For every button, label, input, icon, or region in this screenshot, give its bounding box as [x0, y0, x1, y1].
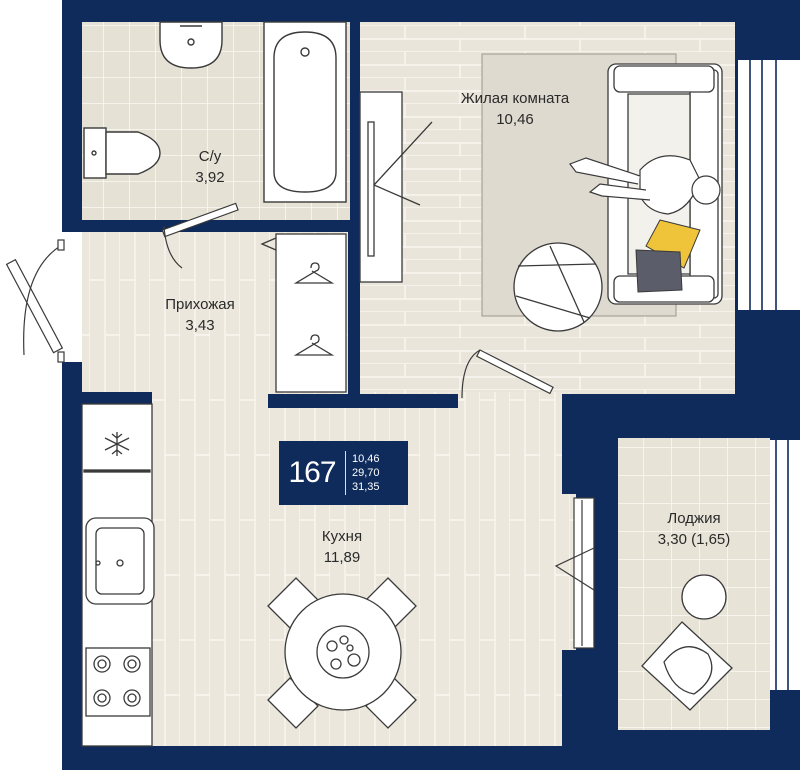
- wall-kitchen-right: [562, 394, 578, 494]
- loggia-furniture: [641, 574, 733, 711]
- loggia-window: [770, 440, 800, 690]
- loggia-label: Лоджия 3,30 (1,65): [628, 508, 760, 550]
- bathtub-icon: [263, 21, 347, 203]
- badge-area-with-loggia: 31,35: [352, 481, 380, 493]
- sink-icon: [159, 21, 223, 69]
- badge-divider: [345, 451, 346, 495]
- hanger-icon: [293, 262, 335, 284]
- table-icon: [267, 577, 417, 729]
- wall-left-kitchen-top: [82, 392, 152, 404]
- badge-area-total: 29,70: [352, 467, 380, 479]
- hallway-name: Прихожая: [165, 296, 235, 313]
- chair-icon: [365, 677, 417, 729]
- entrance-door[interactable]: [5, 239, 65, 363]
- apartment-number: 167: [288, 456, 336, 489]
- hallway-label: Прихожая 3,43: [140, 294, 260, 336]
- wall-bath-living: [350, 22, 360, 232]
- stove-icon: [85, 647, 151, 717]
- badge-areas: 10,46 29,70 31,35: [346, 452, 380, 494]
- wall-living-bottom: [268, 394, 458, 408]
- hanger-icon: [293, 334, 335, 356]
- living-room-door[interactable]: [461, 349, 554, 399]
- loggia-table: [681, 574, 727, 620]
- chair-icon: [267, 677, 319, 729]
- tv-stand: [359, 91, 433, 283]
- living-area: 10,46: [496, 111, 534, 128]
- snowflake-icon: [104, 432, 130, 456]
- bathroom-area: 3,92: [195, 169, 225, 186]
- kitchen-counter: [81, 403, 155, 747]
- chair-icon: [641, 621, 733, 711]
- living-label: Жилая комната 10,46: [420, 88, 610, 130]
- apartment-badge: 167 10,46 29,70 31,35: [279, 441, 408, 505]
- pillow-dark: [635, 249, 683, 293]
- kitchen-label: Кухня 11,89: [292, 526, 392, 568]
- loggia-door[interactable]: [554, 497, 595, 649]
- bathroom-door[interactable]: [161, 202, 239, 269]
- wall-kitchen-right-low: [562, 650, 578, 746]
- hallway-area: 3,43: [185, 317, 215, 334]
- loggia-area: 3,30 (1,65): [657, 531, 731, 548]
- wall-bath-hall-left: [82, 220, 164, 232]
- side-table: [513, 242, 603, 332]
- bathroom-label: С/у 3,92: [160, 146, 260, 188]
- loggia-name: Лоджия: [667, 510, 721, 527]
- wall-bath-hall-right: [250, 220, 360, 232]
- kitchen-name: Кухня: [321, 528, 363, 545]
- badge-area-living: 10,46: [352, 453, 380, 465]
- wall-left-hallway: [62, 232, 82, 362]
- pillow-yellow: [645, 219, 701, 269]
- wall-closet-right: [348, 232, 360, 402]
- kitchen-area: 11,89: [323, 549, 361, 566]
- person-sketch: [569, 155, 721, 215]
- toilet-icon: [83, 127, 161, 179]
- living-name: Жилая комната: [460, 90, 570, 107]
- kitchen-sink-icon: [85, 517, 155, 605]
- wardrobe: [260, 233, 347, 393]
- bathroom-name: С/у: [198, 148, 222, 165]
- living-window: [738, 60, 800, 310]
